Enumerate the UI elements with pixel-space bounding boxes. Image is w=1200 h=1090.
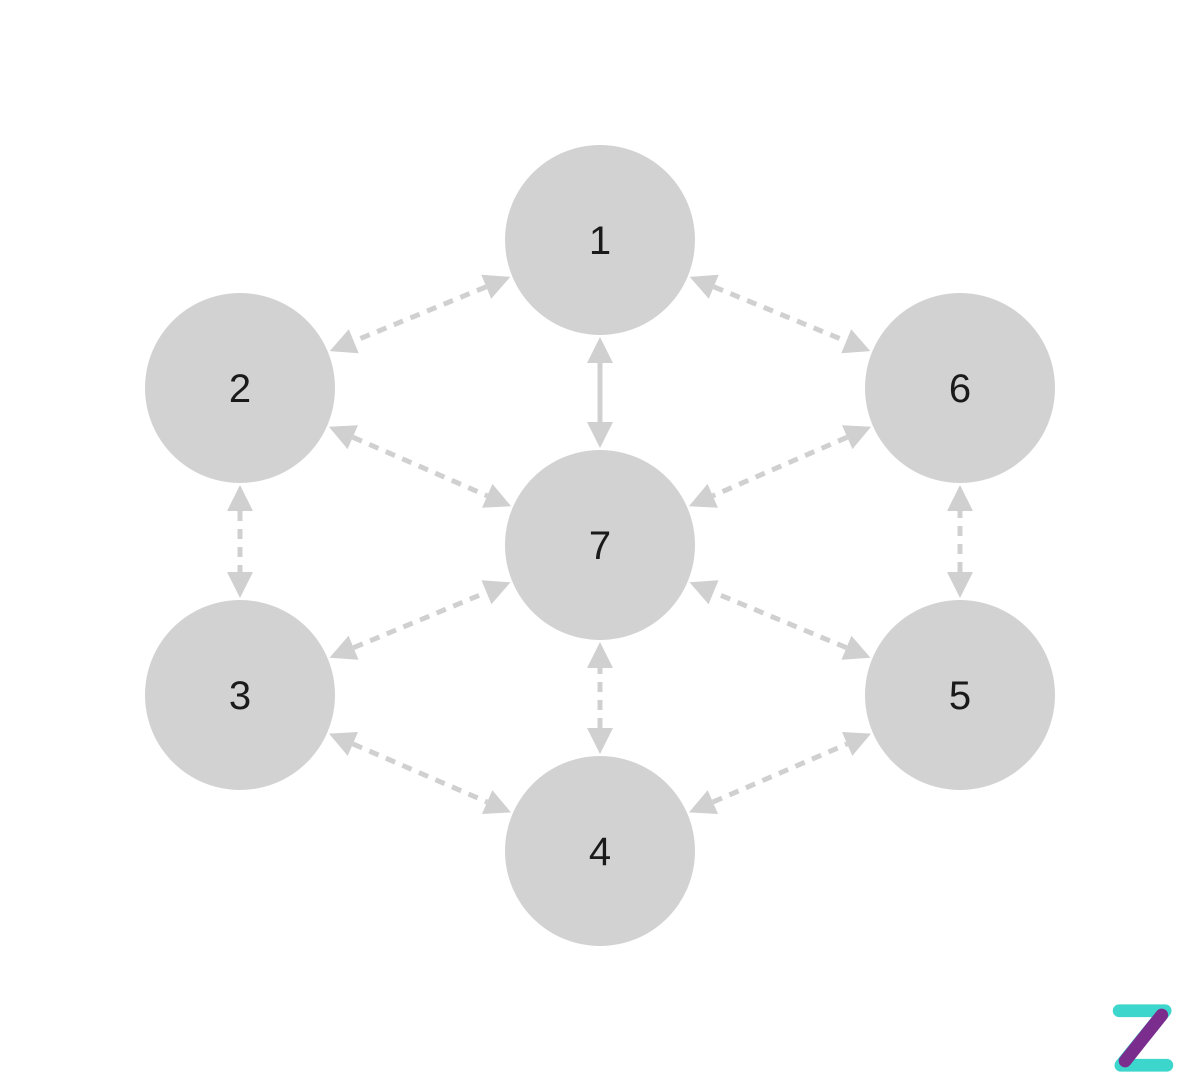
edge-line — [712, 284, 848, 344]
arrow-head — [689, 274, 719, 299]
node-label: 2 — [229, 367, 251, 411]
edge-4-7 — [587, 642, 613, 754]
arrow-head — [689, 580, 719, 605]
node-label: 7 — [589, 524, 611, 568]
arrow-head — [587, 728, 613, 754]
graph-node-4[interactable]: 4 — [505, 756, 695, 946]
node-circle[interactable] — [145, 600, 335, 790]
arrow-head — [841, 635, 871, 660]
arrow-head — [481, 790, 511, 815]
arrow-head — [841, 329, 871, 354]
arrow-head — [481, 580, 511, 605]
graph-node-7[interactable]: 7 — [505, 450, 695, 640]
node-circle[interactable] — [505, 756, 695, 946]
arrow-head — [482, 483, 512, 508]
node-label: 1 — [589, 219, 611, 263]
edge-line — [711, 434, 849, 499]
arrow-head — [227, 485, 253, 511]
node-label: 6 — [949, 367, 971, 411]
edge-1-7 — [587, 337, 613, 448]
edge-line — [351, 434, 489, 499]
edge-4-5 — [689, 731, 871, 815]
node-label: 5 — [949, 674, 971, 718]
node-circle[interactable] — [865, 600, 1055, 790]
arrow-head — [328, 425, 358, 450]
node-label: 4 — [589, 830, 611, 874]
arrow-head — [947, 485, 973, 511]
arrow-head — [481, 274, 511, 299]
edge-5-7 — [689, 580, 871, 660]
graph-node-2[interactable]: 2 — [145, 293, 335, 483]
arrow-head — [689, 790, 719, 815]
z-logo-purple-diagonal — [1118, 1008, 1169, 1068]
nodes-layer: 1 2 3 4 5 6 7 — [145, 145, 1055, 946]
edge-line — [352, 589, 488, 651]
arrow-head — [587, 642, 613, 668]
edge-2-3 — [227, 485, 253, 598]
node-label: 3 — [229, 674, 251, 718]
edge-2-7 — [328, 425, 512, 508]
arrow-head — [841, 731, 871, 756]
edges-layer — [227, 274, 973, 815]
edge-1-6 — [689, 274, 871, 354]
edge-line — [711, 741, 849, 805]
graph-node-6[interactable]: 6 — [865, 293, 1055, 483]
edge-3-4 — [329, 731, 511, 815]
edge-5-6 — [947, 485, 973, 598]
graph-node-1[interactable]: 1 — [505, 145, 695, 335]
node-circle[interactable] — [865, 293, 1055, 483]
arrow-head — [688, 483, 718, 508]
edge-line — [351, 741, 489, 805]
node-circle[interactable] — [145, 293, 335, 483]
arrow-head — [227, 572, 253, 598]
edge-line — [712, 589, 848, 651]
node-circle[interactable] — [505, 145, 695, 335]
edge-3-7 — [329, 580, 511, 660]
arrow-head — [587, 422, 613, 448]
arrow-head — [329, 329, 359, 354]
arrow-head — [587, 337, 613, 363]
graph-node-5[interactable]: 5 — [865, 600, 1055, 790]
arrow-head — [842, 425, 872, 450]
arrow-head — [329, 635, 359, 660]
node-circle[interactable] — [505, 450, 695, 640]
graph-node-3[interactable]: 3 — [145, 600, 335, 790]
edge-1-2 — [329, 274, 511, 354]
arrow-head — [947, 572, 973, 598]
edge-line — [352, 284, 488, 344]
edge-6-7 — [688, 425, 872, 508]
arrow-head — [329, 731, 359, 756]
z-logo-watermark — [1112, 1004, 1174, 1072]
